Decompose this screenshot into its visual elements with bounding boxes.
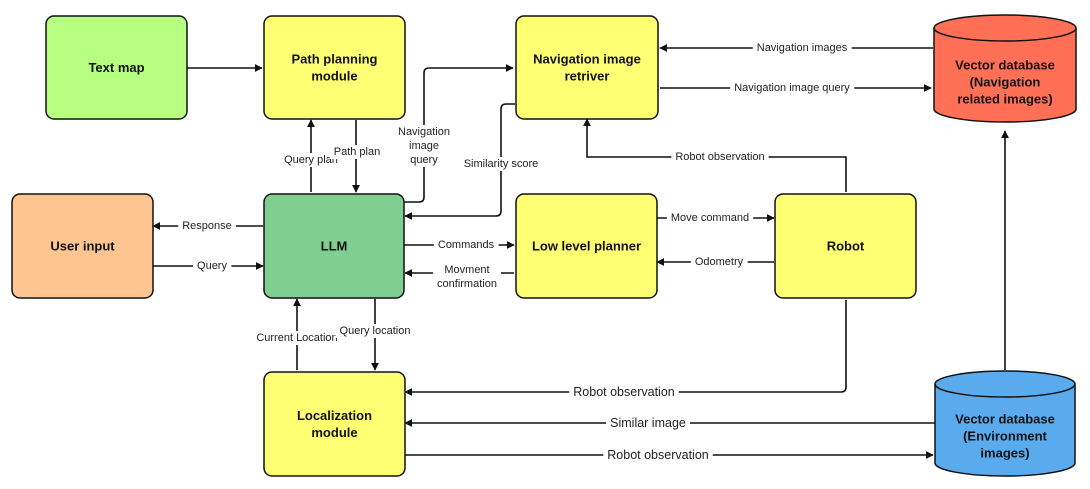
edge-label-text: confirmation xyxy=(437,278,497,290)
node-path-planning-module: Path planning module xyxy=(263,15,406,120)
label-move-command: Move command xyxy=(666,211,754,225)
edge-label-text: Path plan xyxy=(334,146,380,158)
navigation-retriever-box xyxy=(515,15,659,120)
node-low-level-planner: Low level planner xyxy=(515,193,658,299)
label-robot-observation-loc: Robot observation xyxy=(569,384,679,400)
edge-label-text: Query xyxy=(197,260,227,272)
label-navigation-images: Navigation images xyxy=(752,41,852,55)
label-query: Query xyxy=(193,259,232,273)
label-nav-image-query-vertical: Navigation image query xyxy=(394,125,454,167)
edge-label-background xyxy=(730,81,855,95)
node-label-text: (Navigation xyxy=(970,75,1041,90)
edge-label-text: Robot observation xyxy=(607,448,709,462)
node-label-text: Vector database xyxy=(955,58,1055,73)
edge-label-text: Query plan xyxy=(284,154,338,166)
node-label-text: module xyxy=(311,69,357,84)
node-label-text: module xyxy=(311,425,357,440)
node-label-text: Localization xyxy=(297,408,372,423)
edge-label-text: Odometry xyxy=(695,256,744,268)
node-vector-database-navigation: Vector database (Navigation related images… xyxy=(933,14,1077,123)
label-query-plan: Query plan xyxy=(280,153,342,167)
node-label-text: images) xyxy=(980,446,1029,461)
edge-label-text: Similar image xyxy=(610,416,686,430)
node-label-text: LLM xyxy=(321,239,348,254)
node-label-text: (Environment xyxy=(963,429,1047,444)
edge-label-background xyxy=(252,331,342,345)
low-level-planner-box xyxy=(515,193,658,299)
node-label-text: Text map xyxy=(88,60,144,75)
edge-label-text: Movment xyxy=(444,264,489,276)
label-movement-confirmation: Movment confirmation xyxy=(433,263,501,291)
label-commands: Commands xyxy=(433,238,499,252)
edge-label-background xyxy=(459,157,543,171)
node-localization-module: Localization module xyxy=(263,371,406,477)
vdb-nav-cylinder-body xyxy=(933,28,1077,123)
node-label-text: Navigation image xyxy=(533,52,641,67)
edge-label-background xyxy=(335,324,415,338)
edge-label-background xyxy=(280,153,342,167)
label-current-location: Current Location xyxy=(252,331,342,345)
edge-label-text: Commands xyxy=(438,239,495,251)
edge-label-text: Query location xyxy=(340,325,411,337)
edge-label-background xyxy=(666,211,754,225)
node-label-text: retriver xyxy=(565,69,610,84)
node-navigation-image-retriever: Navigation image retriver xyxy=(515,15,659,120)
node-label-text: Path planning xyxy=(292,52,378,67)
node-label-text: Low level planner xyxy=(532,239,641,254)
label-path-plan: Path plan xyxy=(329,145,385,159)
edge-label-background xyxy=(394,125,454,167)
edge-label-text: Similarity score xyxy=(464,158,539,170)
user-input-box xyxy=(11,193,154,299)
label-robot-observation-env: Robot observation xyxy=(603,447,713,463)
node-vector-database-environment: Vector database (Environment images) xyxy=(934,370,1076,477)
edge-label-text: Navigation images xyxy=(757,42,848,54)
edge-label-text: Current Location xyxy=(256,332,337,344)
edge-label-background xyxy=(433,238,499,252)
label-robot-observation-top: Robot observation xyxy=(671,150,769,164)
label-similar-image: Similar image xyxy=(606,415,690,431)
edge-label-text: query xyxy=(410,154,438,166)
edge-label-background xyxy=(178,219,236,233)
edge-label-text: Navigation xyxy=(398,126,450,138)
node-label-text: User input xyxy=(50,239,115,254)
localization-box xyxy=(263,371,406,477)
node-text-map: Text map xyxy=(45,15,188,120)
node-robot: Robot xyxy=(774,193,917,299)
label-query-location: Query location xyxy=(335,324,415,338)
robot-box xyxy=(774,193,917,299)
text-map-box xyxy=(45,15,188,120)
edge-label-background xyxy=(569,384,679,400)
node-llm: LLM xyxy=(263,193,405,299)
node-label-text: Robot xyxy=(827,239,865,254)
edge-label-background xyxy=(329,145,385,159)
label-similarity-score: Similarity score xyxy=(459,157,543,171)
edge-robot-observation-loc xyxy=(404,300,847,396)
edge-label-background xyxy=(752,41,852,55)
node-label-text: related images) xyxy=(957,92,1052,107)
node-user-input: User input xyxy=(11,193,154,299)
edge-label-background xyxy=(603,447,713,463)
vdb-env-cylinder-body xyxy=(934,384,1076,477)
label-response: Response xyxy=(178,219,236,233)
edge-label-background xyxy=(193,259,232,273)
edge-labels: Navigation images Navigation image query… xyxy=(178,41,855,463)
edge-label-background xyxy=(690,255,748,269)
edge-label-text: Move command xyxy=(671,212,749,224)
edge-label-background xyxy=(671,150,769,164)
edge-label-text: Navigation image query xyxy=(734,82,850,94)
edge-label-background xyxy=(433,263,501,291)
llm-box xyxy=(263,193,405,299)
label-navigation-image-query: Navigation image query xyxy=(730,81,855,95)
vdb-nav-cylinder-top xyxy=(933,14,1077,42)
edge-label-text: image xyxy=(409,140,439,152)
node-label-text: Vector database xyxy=(955,412,1055,427)
edge-label-text: Robot observation xyxy=(675,151,764,163)
label-odometry: Odometry xyxy=(690,255,748,269)
path-planning-box xyxy=(263,15,406,120)
edge-label-background xyxy=(606,415,690,431)
vdb-env-cylinder-top xyxy=(934,370,1076,398)
edge-label-text: Response xyxy=(182,220,232,232)
edge-label-text: Robot observation xyxy=(573,385,675,399)
